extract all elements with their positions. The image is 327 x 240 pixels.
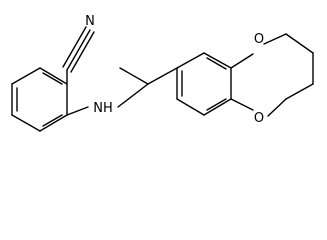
bond	[230, 98, 254, 111]
nitrile-nitrogen-label: N	[85, 14, 95, 29]
atom-labels: N NH O O	[85, 14, 264, 126]
bond	[263, 33, 287, 45]
bond	[39, 67, 68, 85]
bond	[42, 114, 63, 127]
bond	[39, 114, 68, 132]
bond	[267, 98, 287, 117]
bond	[285, 33, 314, 54]
bond	[70, 31, 95, 73]
bond	[66, 106, 89, 116]
bond	[176, 98, 205, 116]
molecule-diagram: N NH O O	[11, 14, 314, 132]
bond	[119, 67, 149, 85]
bond	[66, 29, 91, 71]
bond-lines	[11, 26, 314, 132]
bond	[11, 67, 41, 85]
bond	[203, 98, 232, 116]
bond	[203, 52, 232, 69]
bond	[206, 57, 227, 70]
dioxane-oxygen-bottom-label: O	[254, 111, 264, 126]
structure-canvas: N NH O O	[11, 14, 314, 132]
bond	[42, 72, 63, 85]
bond	[117, 83, 149, 108]
amine-label: NH	[93, 101, 113, 116]
bond	[285, 83, 314, 100]
bond	[230, 53, 254, 69]
bond	[176, 52, 205, 69]
bond	[147, 67, 178, 85]
bond	[11, 114, 41, 132]
dioxane-oxygen-top-label: O	[254, 32, 264, 47]
bond	[206, 98, 227, 111]
bond	[62, 26, 87, 68]
